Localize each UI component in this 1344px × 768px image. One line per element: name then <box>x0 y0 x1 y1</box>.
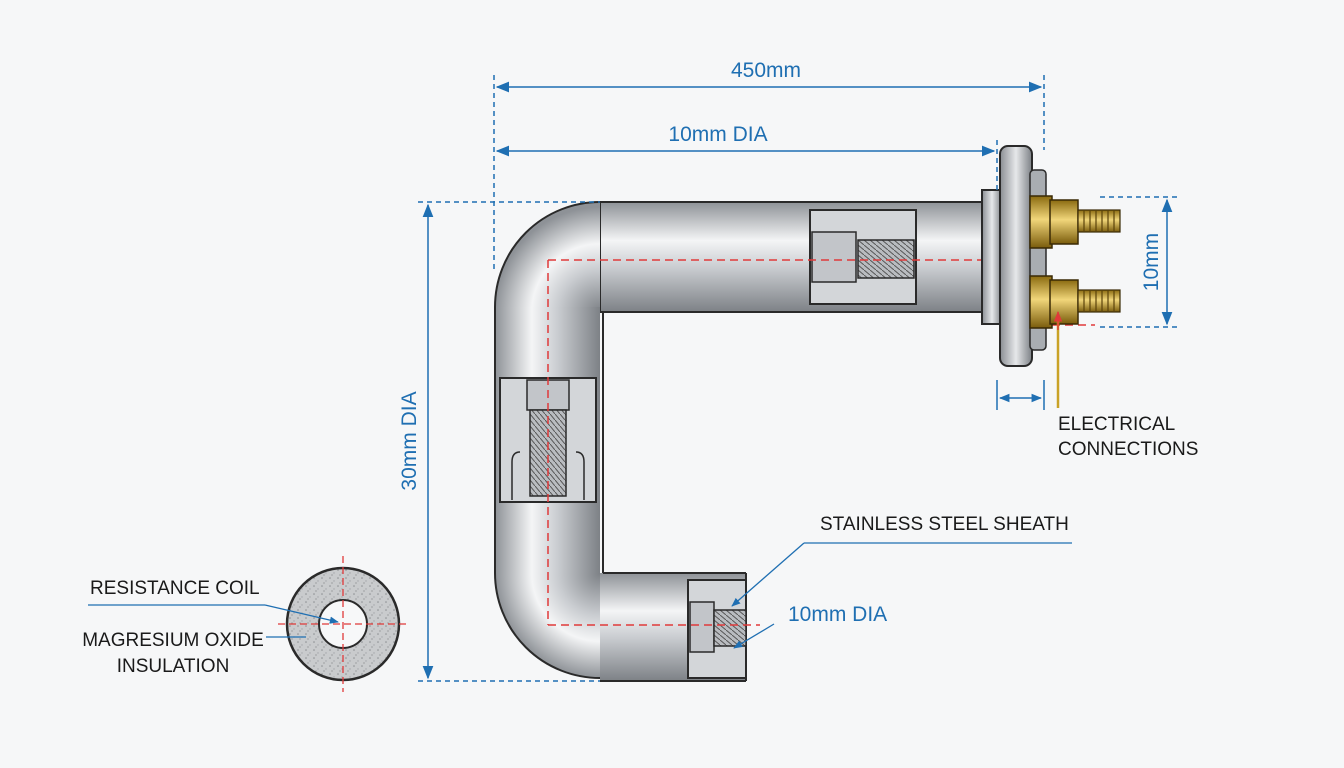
top-threaded-fitting <box>809 209 917 305</box>
bottom-threaded-fitting <box>687 579 747 679</box>
mounting-flange <box>981 145 1047 367</box>
insulation-label: MAGRESIUM OXIDE <box>82 630 264 651</box>
electrical-connections-label-line2: CONNECTIONS <box>1058 439 1198 460</box>
stainless-steel-sheath-label: STAINLESS STEEL SHEATH <box>820 514 1069 535</box>
cross-section-view <box>278 556 410 692</box>
sheath-callout-leader <box>731 542 1072 649</box>
electrical-terminal-top <box>1029 195 1121 249</box>
cross-section-leaders <box>88 604 339 638</box>
overall-height-dimension: 30mm DIA <box>398 391 421 490</box>
overall-length-dimension: 450mm <box>731 59 801 82</box>
dimension-lines <box>418 75 1180 682</box>
electrical-terminal-bottom <box>1029 275 1121 329</box>
insulation-label-line2: INSULATION <box>117 656 230 677</box>
tube-diameter-top-dimension: 10mm DIA <box>668 123 767 146</box>
resistance-coil-label: RESISTANCE COIL <box>90 578 260 599</box>
electrical-connections-label: ELECTRICAL <box>1058 414 1175 435</box>
tube-diameter-bottom-dimension: 10mm DIA <box>788 603 887 626</box>
terminal-spacing-dimension: 10mm <box>1140 233 1163 291</box>
